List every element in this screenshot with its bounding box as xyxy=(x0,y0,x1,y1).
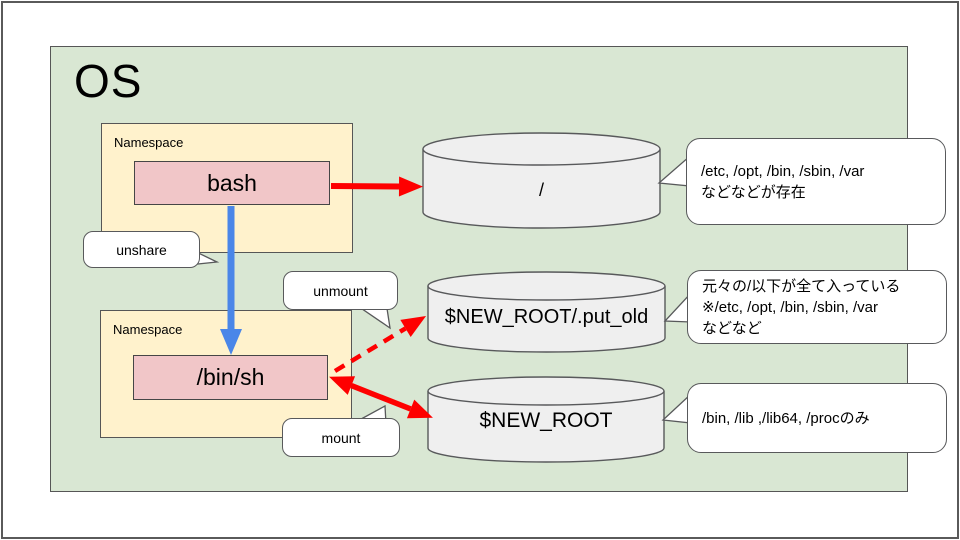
namespace-label: Namespace xyxy=(113,322,183,337)
cylinder-new-root-label: $NEW_ROOT xyxy=(479,409,613,432)
process-label: bash xyxy=(207,169,257,196)
namespace-label: Namespace xyxy=(114,135,184,150)
callout-line: /etc, /opt, /bin, /sbin, /var xyxy=(701,162,865,180)
callout-line: 元々の/以下が全て入っている xyxy=(702,277,901,295)
callout-root-contents: /etc, /opt, /bin, /sbin, /var などなどが存在 xyxy=(686,138,946,225)
mount-bubble: mount xyxy=(282,418,400,457)
os-title: OS xyxy=(74,55,143,107)
cylinder-root-label: / xyxy=(538,180,544,200)
mount-bubble-label: mount xyxy=(321,429,361,446)
callout-put-old-contents: 元々の/以下が全て入っている ※/etc, /opt, /bin, /sbin,… xyxy=(687,270,947,344)
callout-line: などなどが存在 xyxy=(701,183,806,201)
process-label: /bin/sh xyxy=(196,364,265,390)
cylinder-put-old-label: $NEW_ROOT/.put_old xyxy=(444,306,649,328)
process-box-binsh: /bin/sh xyxy=(133,355,328,400)
callout-line: などなど xyxy=(702,319,762,337)
callout-line: ※/etc, /opt, /bin, /sbin, /var xyxy=(702,298,878,316)
process-box-bash: bash xyxy=(134,161,330,205)
callout-line: /bin, /lib ,/lib64, /procのみ xyxy=(702,409,870,427)
unmount-bubble-label: unmount xyxy=(313,282,368,299)
unmount-bubble: unmount xyxy=(283,271,398,310)
callout-new-root-contents: /bin, /lib ,/lib64, /procのみ xyxy=(687,383,947,453)
unshare-bubble: unshare xyxy=(83,231,200,268)
unshare-bubble-label: unshare xyxy=(116,241,167,258)
